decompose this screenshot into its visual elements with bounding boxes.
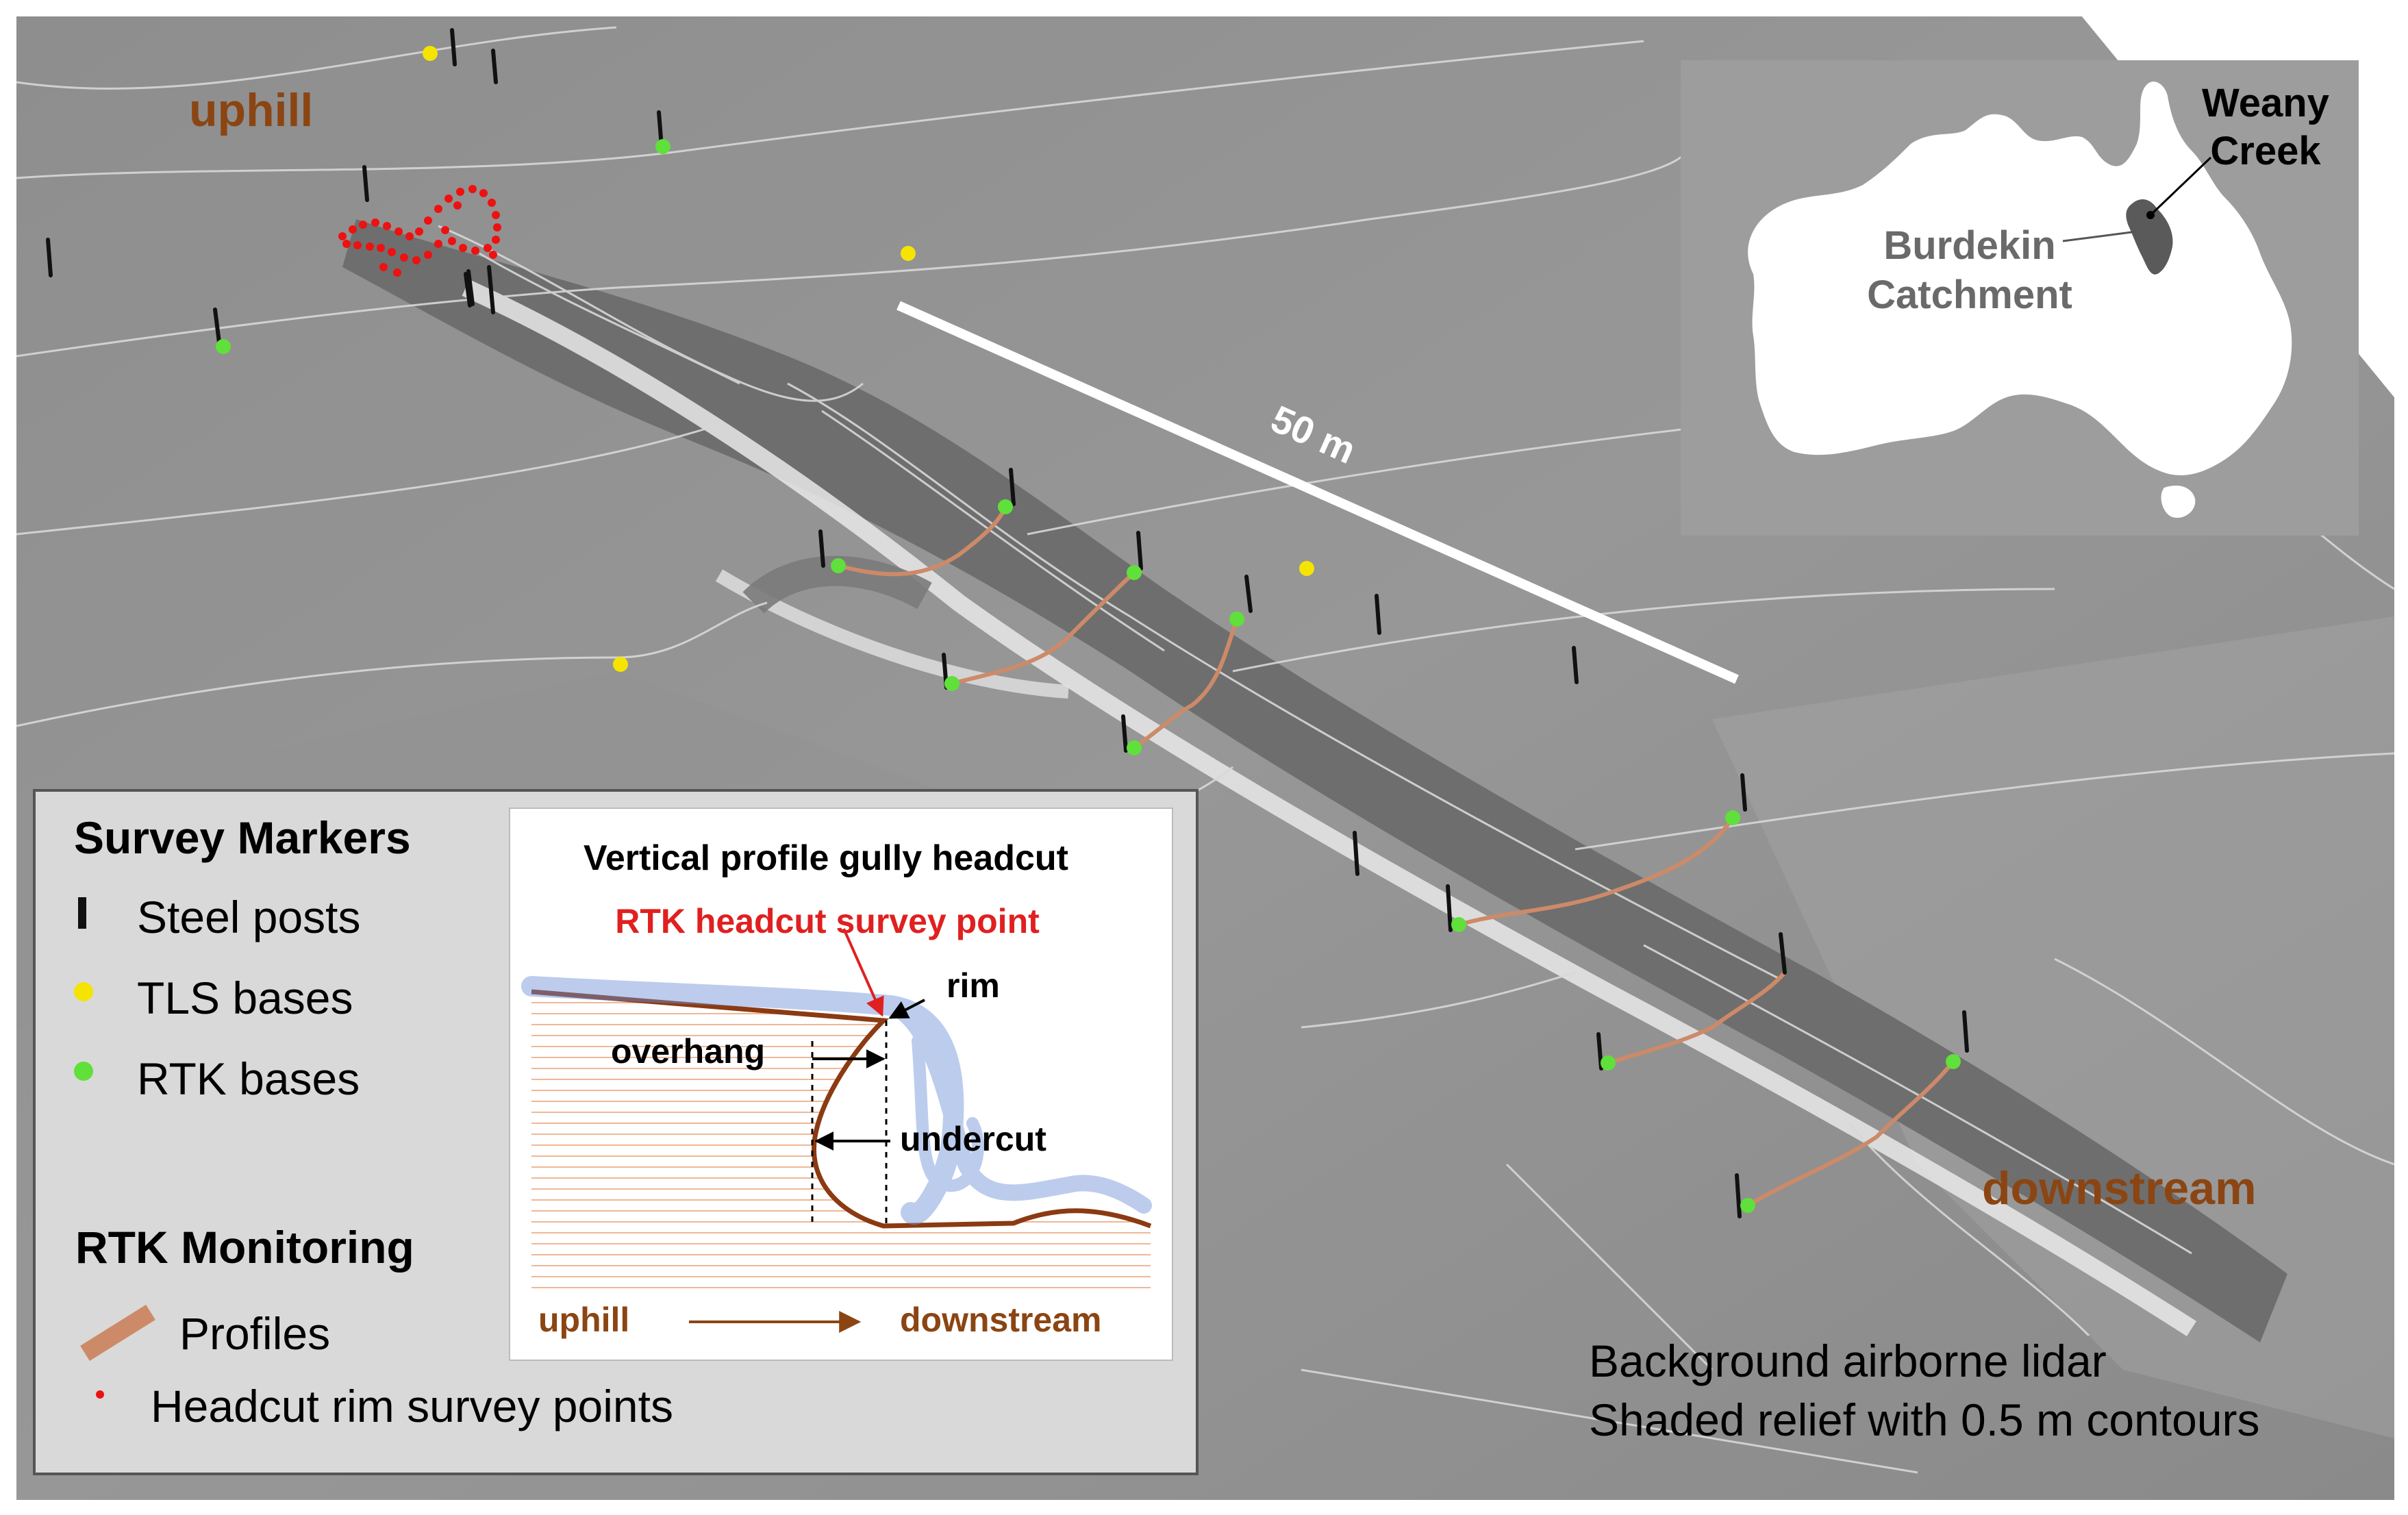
tls-base-swatch xyxy=(74,982,93,1001)
legend-rtk-bases: RTK bases xyxy=(137,1053,360,1104)
background-note-line1: Background airborne lidar xyxy=(1589,1336,2107,1386)
diagram-title: Vertical profile gully headcut xyxy=(584,838,1068,878)
rtk-bases xyxy=(216,139,1961,1213)
legend-survey-title: Survey Markers xyxy=(74,812,411,863)
australia-shape xyxy=(1748,82,2292,475)
downstream-label: downstream xyxy=(1982,1162,2257,1214)
uphill-label: uphill xyxy=(189,84,313,136)
legend-steel-posts: Steel posts xyxy=(137,892,361,942)
diagram-downstream-label: downstream xyxy=(900,1301,1102,1339)
water-flow xyxy=(521,976,1152,1225)
rtk-base-swatch xyxy=(74,1062,93,1081)
burdekin-catchment-shape xyxy=(2126,199,2173,275)
tls-bases xyxy=(423,46,1314,672)
legend-profiles: Profiles xyxy=(179,1308,330,1359)
steel-post-swatch xyxy=(78,897,86,929)
diagram-uphill-label: uphill xyxy=(538,1301,629,1339)
headcut-point-swatch xyxy=(96,1390,104,1399)
ground-line xyxy=(531,989,1152,1229)
background-note-line2: Shaded relief with 0.5 m contours xyxy=(1589,1394,2260,1445)
diagram-rim-label: rim xyxy=(946,966,1000,1005)
rtk-profiles xyxy=(836,505,1955,1207)
weany-creek-label-line2: Creek xyxy=(2210,129,2321,173)
legend-headcut-points: Headcut rim survey points xyxy=(151,1381,673,1431)
diagram-undercut-label: undercut xyxy=(900,1120,1046,1158)
weany-creek-label-line1: Weany xyxy=(2202,81,2329,125)
burdekin-label-line2: Catchment xyxy=(1867,273,2072,317)
diagram-subtitle: RTK headcut survey point xyxy=(615,902,1040,940)
diagram-overhang-label: overhang xyxy=(611,1032,765,1070)
profile-swatch xyxy=(80,1304,155,1362)
soil-profile xyxy=(531,992,1151,1294)
legend-rtk-title: RTK Monitoring xyxy=(75,1222,414,1273)
inset-map: Weany Creek Burdekin Catchment xyxy=(1681,60,2359,536)
legend-tls-bases: TLS bases xyxy=(137,973,353,1023)
tasmania-shape xyxy=(2161,485,2196,518)
headcut-diagram: Vertical profile gully headcut RTK headc… xyxy=(509,807,1173,1361)
burdekin-label-line1: Burdekin xyxy=(1883,223,2055,268)
headcut-rim-points xyxy=(338,185,501,277)
